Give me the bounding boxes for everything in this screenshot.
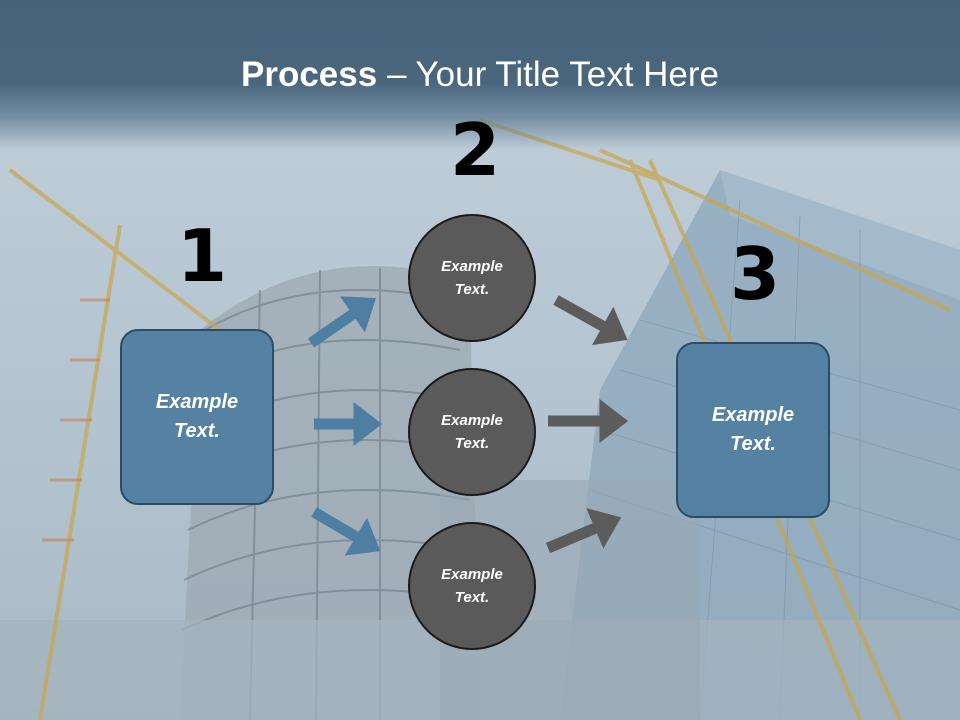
arrow-left-to-bottom [311, 507, 381, 556]
bottom-circle: Example Text. [408, 522, 536, 650]
right-process-box: Example Text. [676, 342, 830, 518]
step-number-2: 2 [450, 108, 501, 192]
slide-title: Process – Your Title Text Here [0, 52, 960, 98]
arrow-bottom-to-right [545, 508, 622, 554]
arrow-top-to-right [553, 295, 628, 346]
top-circle: Example Text. [408, 214, 536, 342]
left-process-box: Example Text. [120, 329, 274, 505]
title-rest: – Your Title Text Here [377, 55, 719, 94]
step-number-3: 3 [730, 232, 781, 316]
title-bold: Process [241, 55, 378, 94]
middle-circle: Example Text. [408, 368, 536, 496]
arrow-left-to-top [307, 296, 376, 348]
title-bar [0, 0, 960, 150]
step-number-1: 1 [177, 214, 228, 298]
